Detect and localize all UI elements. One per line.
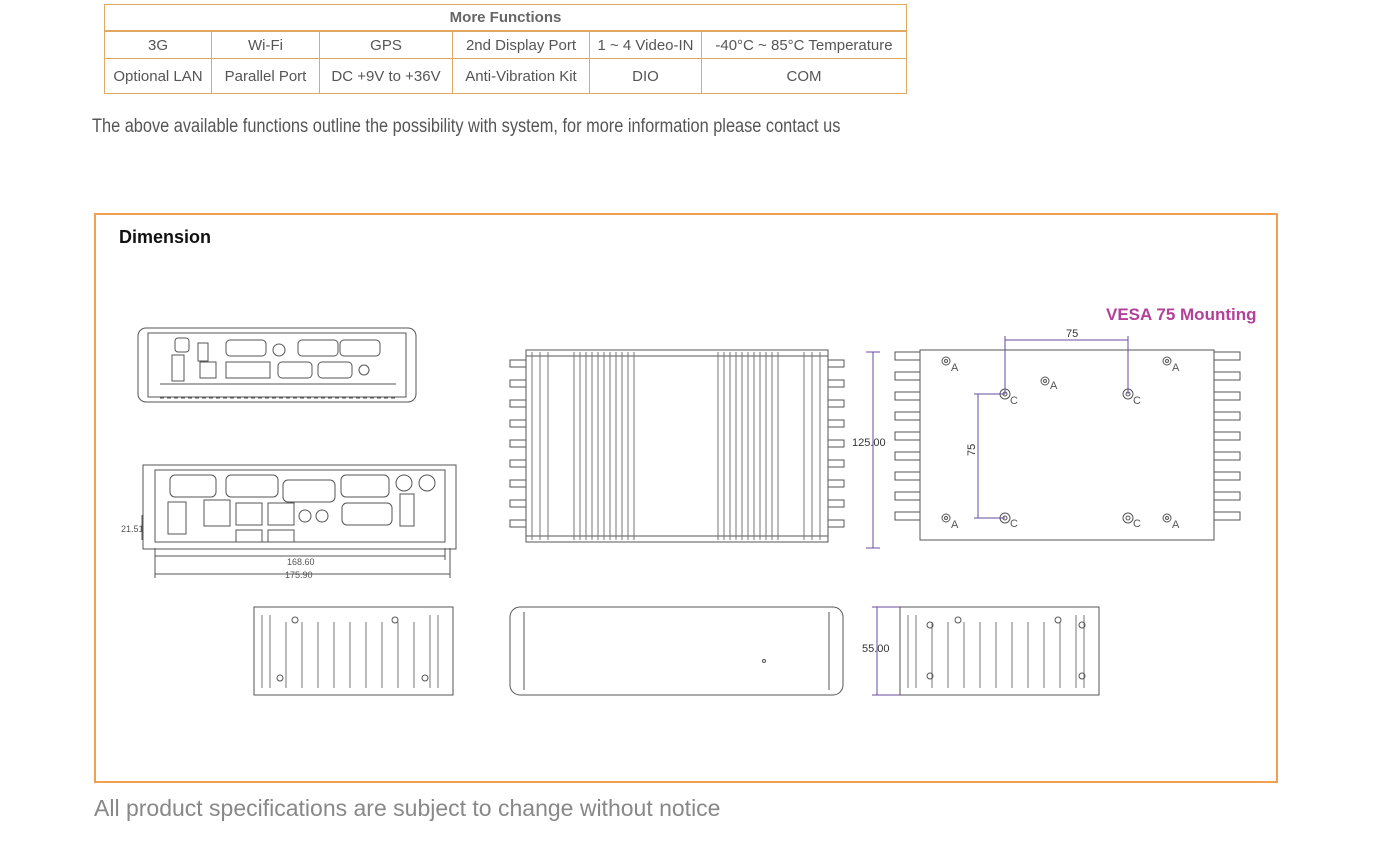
table-cell: COM: [701, 58, 907, 94]
front-panel-large-drawing: [141, 464, 457, 578]
availability-note: The above available functions outline th…: [92, 116, 841, 137]
side-view-right-drawing: [872, 606, 1100, 696]
hole-a-label: A: [1172, 362, 1180, 374]
table-cell: Parallel Port: [211, 58, 320, 94]
dimension-panel: [94, 213, 1278, 783]
hole-c-label: C: [1010, 518, 1018, 530]
side-view-left-drawing: [253, 606, 454, 696]
table-cell: DIO: [589, 58, 702, 94]
dimension-title: Dimension: [119, 227, 212, 247]
vesa-vertical-label: 75: [966, 444, 978, 456]
width-inner-label: 168.60: [287, 557, 315, 567]
table-row: Optional LAN Parallel Port DC +9V to +36…: [104, 58, 907, 94]
side-view-middle-drawing: [509, 606, 844, 696]
hole-a-label: A: [1172, 519, 1180, 531]
hole-c-label: C: [1133, 518, 1141, 530]
more-functions-table: More Functions 3G Wi-Fi GPS 2nd Display …: [104, 4, 907, 94]
vesa-view-drawing: [894, 336, 1241, 541]
more-functions-title: More Functions: [104, 4, 907, 32]
front-panel-small-drawing: [137, 327, 417, 403]
table-cell: -40°C ~ 85°C Temperature: [701, 30, 907, 59]
hole-a-label: A: [951, 519, 959, 531]
hole-c-label: C: [1010, 395, 1018, 407]
table-cell: DC +9V to +36V: [319, 58, 453, 94]
vesa-horizontal-label: 75: [1066, 328, 1078, 340]
hole-a-label: A: [951, 362, 959, 374]
table-cell: GPS: [319, 30, 453, 59]
table-cell: Anti-Vibration Kit: [452, 58, 590, 94]
specification-notice: All product specifications are subject t…: [94, 795, 721, 821]
vesa-mounting-title: VESA 75 Mounting: [1106, 305, 1257, 324]
table-cell: 3G: [104, 30, 212, 59]
height-label: 55.00: [862, 643, 890, 655]
table-cell: Optional LAN: [104, 58, 212, 94]
width-outer-label: 175.90: [285, 570, 313, 580]
depth-label: 125.00: [852, 437, 886, 449]
hole-c-label: C: [1133, 395, 1141, 407]
top-view-drawing: [509, 349, 880, 549]
hole-a-label: A: [1050, 380, 1058, 392]
table-row: 3G Wi-Fi GPS 2nd Display Port 1 ~ 4 Vide…: [104, 30, 907, 59]
height-side-label: 21.51: [121, 524, 144, 534]
